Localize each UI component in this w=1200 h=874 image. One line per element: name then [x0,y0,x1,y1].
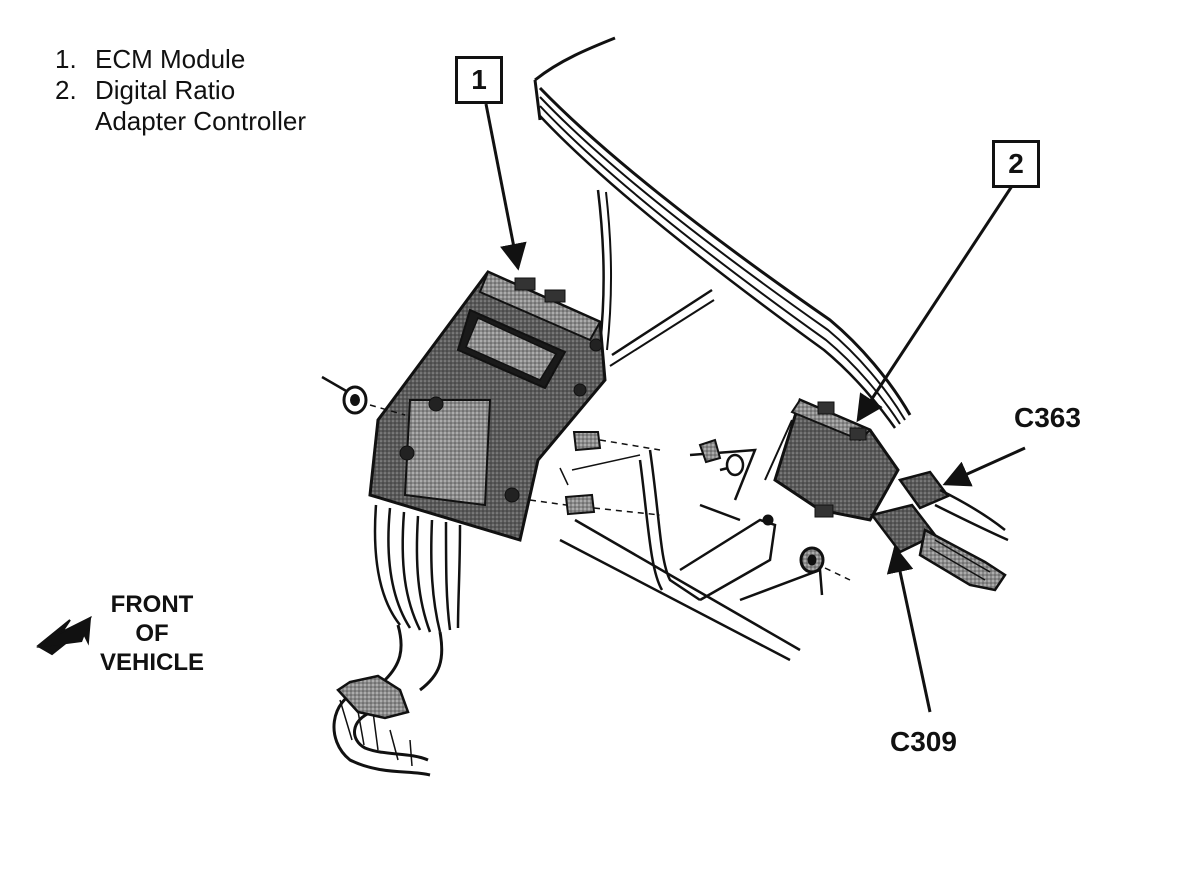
bracket-fasteners [698,438,851,581]
legend-item-1: 1. ECM Module [55,44,306,75]
legend-item-1-number: 1. [55,44,77,74]
connector-c363 [897,470,1009,542]
leader-c309 [886,545,932,713]
callout-1: 1 [455,56,503,104]
legend-item-2-text: Digital Ratio [95,75,236,105]
connector-label-c363: C363 [1014,402,1081,433]
front-of-vehicle-label: FRONT OF VEHICLE [92,590,212,677]
leader-lines [484,103,1026,713]
callout-2: 2 [992,140,1040,188]
leader-ecm [484,103,527,271]
legend-item-2-continuation: Adapter Controller [95,106,306,136]
ecm-module [368,270,607,542]
legend-item-2: 2. Digital Ratio [55,75,306,106]
ecm-wiring-harness [332,504,462,777]
legend-item-1-text: ECM Module [95,44,246,74]
connector-c309 [869,503,1007,592]
front-label-line-2: OF [135,620,169,647]
leader-controller [856,185,1014,423]
front-direction-arrow [36,616,92,656]
front-label-line-1: FRONT [110,591,194,618]
legend-item-2-number: 2. [55,75,77,105]
leader-c363 [942,446,1026,487]
connector-label-c309: C309 [890,726,957,757]
adapter-controller [764,397,900,522]
front-label-line-3: VEHICLE [99,649,204,676]
legend: 1. ECM Module 2. Digital Ratio Adapter C… [55,44,306,137]
ecm-mounting-tabs [529,431,661,516]
ecm-mounting-nut [321,375,406,416]
